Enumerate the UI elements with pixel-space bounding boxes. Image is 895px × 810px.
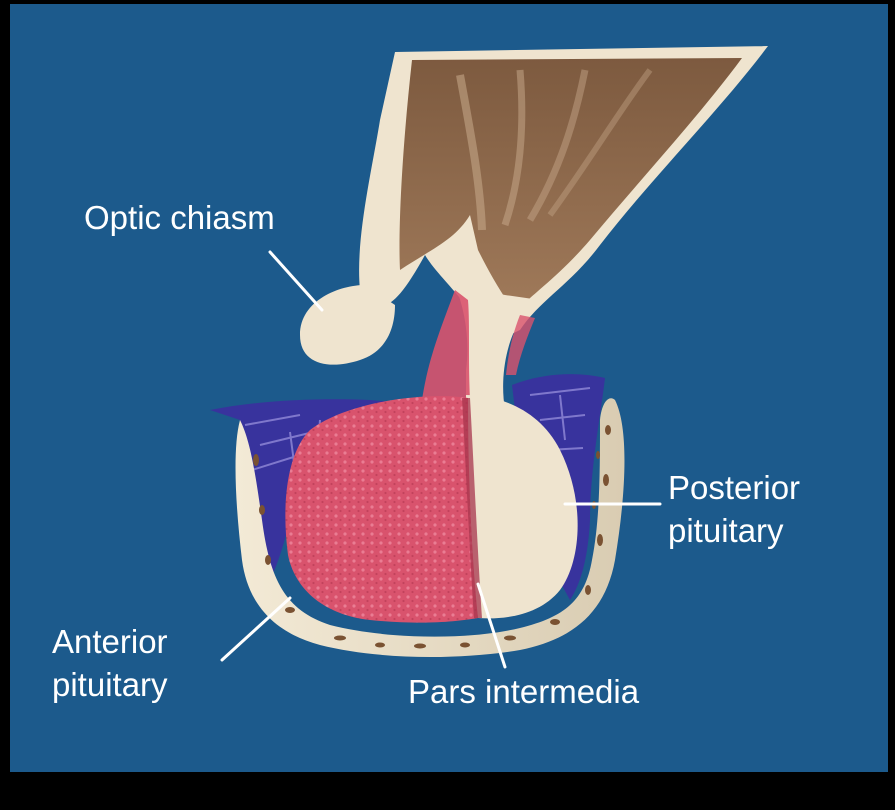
posterior-pituitary-line-1: Posterior [668, 466, 800, 509]
hypothalamus-tissue [359, 46, 768, 345]
stalk-pars-tuberalis [422, 290, 470, 400]
anterior-pituitary-label: Anterior pituitary [52, 620, 168, 706]
optic-chiasm-text: Optic chiasm [84, 196, 275, 239]
posterior-pituitary-line-2: pituitary [668, 509, 800, 552]
anterior-pituitary-line-2: pituitary [52, 663, 168, 706]
posterior-pituitary-label: Posterior pituitary [668, 466, 800, 552]
pars-intermedia-label: Pars intermedia [408, 670, 639, 713]
anterior-lobe-shape [285, 396, 478, 622]
anterior-pituitary-leader [222, 598, 290, 660]
optic-chiasm-shape [300, 285, 395, 365]
pars-intermedia-text: Pars intermedia [408, 670, 639, 713]
optic-chiasm-leader [270, 252, 322, 310]
anterior-pituitary-line-1: Anterior [52, 620, 168, 663]
optic-chiasm-label: Optic chiasm [84, 196, 275, 239]
